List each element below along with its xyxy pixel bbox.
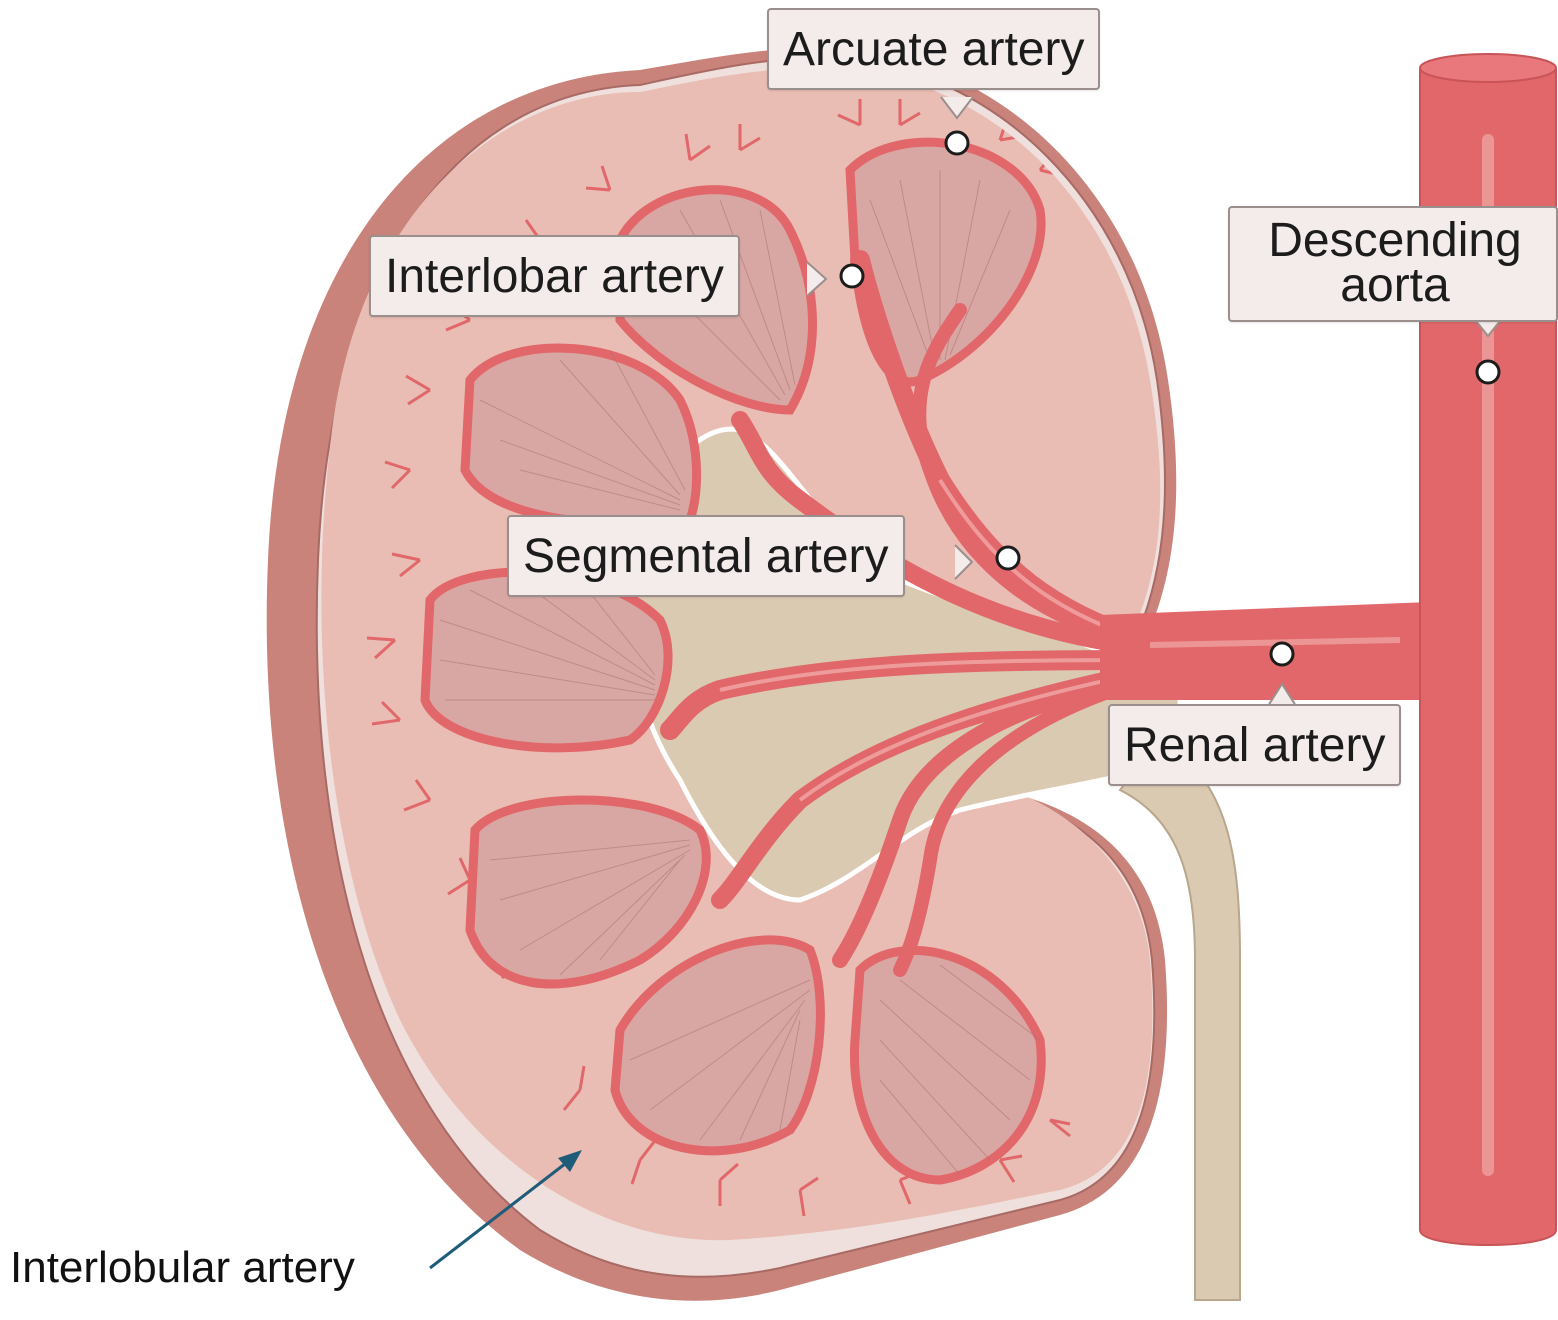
marker-arcuate xyxy=(946,132,968,154)
descending-aorta-text-line2: aorta xyxy=(1248,263,1542,308)
aorta-top xyxy=(1420,54,1556,82)
arcuate-artery-label: Arcuate artery xyxy=(767,8,1100,90)
interlobar-artery-label: Interlobar artery xyxy=(369,235,740,317)
segmental-artery-text: Segmental artery xyxy=(523,530,889,583)
marker-renal xyxy=(1271,643,1293,665)
renal-artery xyxy=(1100,602,1430,700)
marker-segmental xyxy=(997,547,1019,569)
renal-artery-label: Renal artery xyxy=(1108,704,1401,786)
descending-aorta-text-line1: Descending xyxy=(1248,218,1542,263)
renal-artery-text: Renal artery xyxy=(1124,719,1385,772)
segmental-artery-label: Segmental artery xyxy=(507,515,905,597)
arcuate-artery-text: Arcuate artery xyxy=(783,23,1084,76)
pyramid-4 xyxy=(425,572,668,748)
descending-aorta-label: Descending aorta xyxy=(1228,206,1558,322)
interlobar-artery-text: Interlobar artery xyxy=(385,250,724,303)
marker-aorta xyxy=(1477,361,1499,383)
interlobular-artery-label: Interlobular artery xyxy=(10,1246,355,1290)
marker-interlobar xyxy=(841,265,863,287)
